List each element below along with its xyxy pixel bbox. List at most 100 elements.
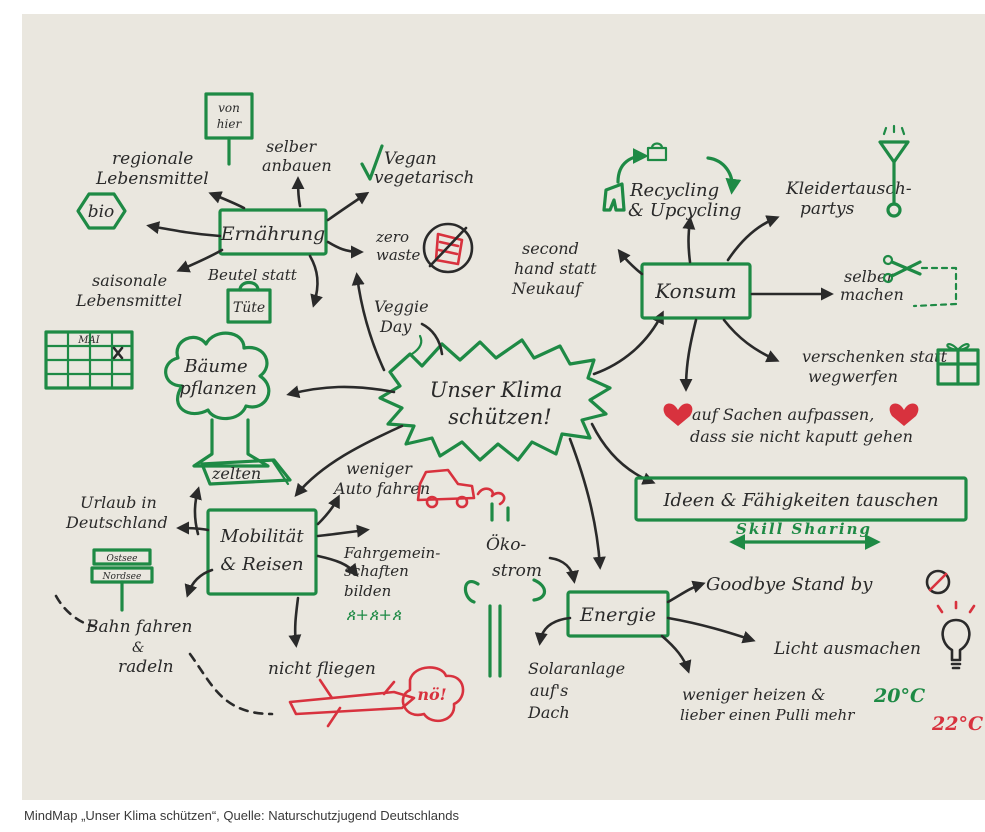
mobilitaet-connectors [176,486,370,648]
mobilitaet-line2: & Reisen [220,554,303,575]
kleidertausch-line2: partys [800,199,855,219]
lightbulb-icon [936,600,976,670]
zero-waste-line2: waste [376,246,421,264]
recycling-line2: & Upcycling [628,200,741,221]
goodbye-label: Goodbye Stand by [706,574,873,595]
nicht-fliegen-label: nicht fliegen [268,659,376,679]
energie-node: Energie [566,590,670,638]
center-title-line2: schützen! [448,405,551,429]
second-hand-line1: second [522,239,579,258]
veggie-line2: Day [379,317,412,336]
bio-hexagon: bio [76,192,127,230]
ernaehrung-node: Ernährung [218,208,328,256]
energie-connectors [534,580,756,674]
von-hier-line2: hier [217,117,243,131]
energie-box [566,590,670,638]
konsum-node: Konsum [640,262,752,320]
tuete-bag-icon: Tüte [226,280,272,324]
sign-nordsee: Nordsee [102,572,142,582]
vegan-line2: vegetarisch [374,168,474,188]
calendar-icon: MAI [44,330,134,390]
bio-label: bio [88,202,115,222]
sign-ostsee: Ostsee [107,554,138,564]
mindmap-canvas: Unser Klima schützen! Ernährung von hier… [44,92,983,735]
selber-anbauen-line1: selber [266,137,318,156]
oekostrom-plug-icon [463,502,547,678]
saisonal-line1: saisonale [92,271,167,290]
mobilitaet-box [206,508,318,596]
tent-icon: zelten [200,458,292,486]
disco-ball-icon [878,124,910,218]
verschenken-line2: wegwerfen [808,367,898,386]
second-hand-line3: Neukauf [511,279,584,298]
solar-line2: auf's [530,681,568,700]
temp-red: 22°C [931,713,983,735]
second-hand-line2: hand statt [514,259,597,278]
tree-icon: Bäume pflanzen [164,331,271,468]
selber-anbauen-line2: anbauen [262,156,332,175]
oekostrom-line1: Öko- [486,534,526,555]
oekostrom-line2: strom [492,561,542,581]
urlaub-line2: Deutschland [65,513,168,532]
recycling-line1: Recycling [629,180,719,201]
fahrgemeinschaften-line3: bilden [344,582,391,600]
von-hier-line1: von [218,101,240,115]
tuete-label: Tüte [233,300,265,316]
heizen-line2: lieber einen Pulli mehr [680,706,855,724]
konsum-box [640,262,752,320]
solar-line1: Solaranlage [528,659,625,678]
regional-line1: regionale [112,149,193,169]
ernaehrung-connectors [146,176,370,308]
ideen-node: Ideen & Fähigkeiten tauschen Skill Shari… [634,476,968,550]
baeume-line2: pflanzen [179,378,257,399]
baeume-line1: Bäume [183,356,247,377]
mobilitaet-node: Mobilität & Reisen [206,508,318,596]
ernaehrung-title: Ernährung [220,223,325,245]
konsum-connectors [617,215,834,392]
vegan-line1: Vegan [384,149,437,169]
weniger-auto-line1: weniger [346,459,413,478]
licht-label: Licht ausmachen [773,639,921,659]
saisonal-line2: Lebensmittel [75,291,182,310]
mindmap-panel: Unser Klima schützen! Ernährung von hier… [22,14,985,800]
recycling-arrows-icon [602,142,742,212]
standby-icon [925,569,951,595]
ideen-title: Ideen & Fähigkeiten tauschen [662,490,938,511]
selber-machen-line2: machen [840,285,904,304]
aufpassen-line1: auf Sachen aufpassen, [692,405,874,424]
konsum-title: Konsum [654,279,736,303]
airplane-icon [288,678,416,728]
heart-right-icon [889,403,919,426]
weniger-auto-line2: Auto fahren [332,479,430,498]
radeln-label: radeln [118,657,174,677]
bahn-label: Bahn fahren [85,617,192,637]
image-caption: MindMap „Unser Klima schützen“, Quelle: … [24,808,459,823]
energie-title: Energie [579,604,656,626]
ernaehrung-box [218,208,328,256]
temp-green: 20°C [873,685,925,707]
vegan-checkmark-icon [360,144,384,181]
zero-waste-icon [422,222,474,274]
zero-waste-line1: zero [375,228,409,246]
calendar-month: MAI [77,335,100,346]
noe-speech-bubble: nö! [401,666,465,723]
signpost-icon: Ostsee Nordsee [90,548,154,612]
center-connectors [286,272,664,570]
zelten-label: zelten [211,464,261,483]
solar-line3: Dach [527,703,570,722]
center-starburst [378,338,612,462]
gift-icon [936,343,980,386]
heizen-line1: weniger heizen & [682,685,825,704]
aufpassen-line2: dass sie nicht kaputt gehen [690,427,913,446]
heart-left-icon [663,403,693,426]
veggie-line1: Veggie [374,297,429,316]
fahrgemeinschaften-line2: schaften [344,562,409,580]
noe-label: nö! [417,685,446,704]
center-node: Unser Klima schützen! [378,338,612,462]
urlaub-line1: Urlaub in [80,493,157,512]
mobilitaet-line1: Mobilität [219,526,304,547]
selber-machen-line1: selber [844,267,896,286]
scissors-icon [882,254,958,308]
car-icon [416,468,506,509]
beutel-label: Beutel statt [207,266,298,284]
